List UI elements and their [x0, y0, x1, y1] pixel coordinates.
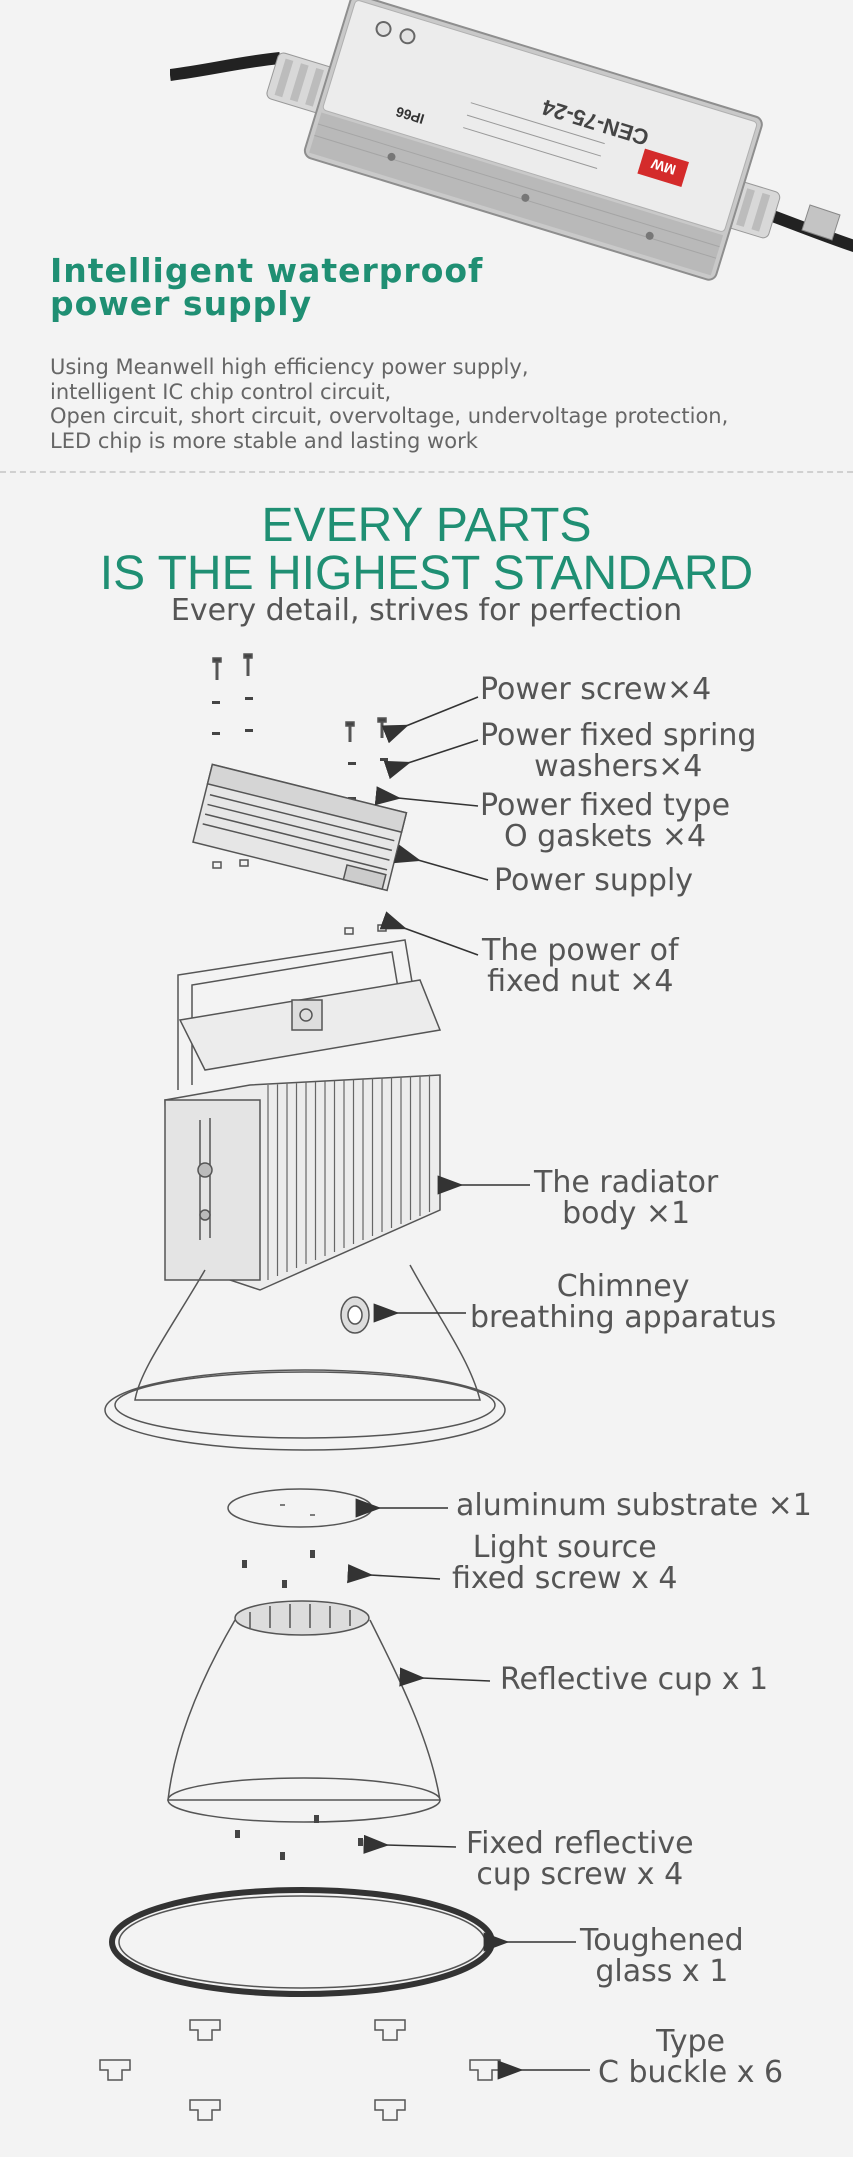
power-supply-photo: CEN-75-24 MW IP66: [170, 0, 853, 281]
leader-arrow: [347, 1564, 441, 1584]
part-label-line: Chimney: [556, 1269, 690, 1304]
leader-arrow: [393, 844, 489, 881]
part-label-spring-washers: Power fixed spring washers×4: [480, 720, 756, 782]
part-label-line: Power fixed type: [480, 788, 731, 823]
leader-arrow: [374, 786, 479, 807]
description-line: Using Meanwell high efficiency power sup…: [50, 355, 529, 379]
part-label-line: aluminum substrate ×1: [456, 1488, 812, 1523]
feature-title-line: power supply: [50, 284, 313, 323]
psu-brand-logo: MW: [648, 155, 677, 178]
parts-subheadline: Every detail, strives for perfection: [170, 593, 683, 628]
part-label-line: cup screw x 4: [476, 1857, 684, 1892]
leader-arrow: [363, 1834, 457, 1854]
part-label-line: fixed nut ×4: [487, 964, 674, 999]
part-label-line: The radiator: [534, 1165, 719, 1200]
part-label-line: Type: [656, 2024, 726, 2059]
housing-dome-icon: [104, 1264, 506, 1451]
part-label-line: C buckle x 6: [598, 2055, 784, 2090]
part-label-light-source-screw: Light source fixed screw x 4: [452, 1532, 677, 1594]
power-supply-icon: [192, 763, 408, 892]
reflective-cup-screw-icon: [235, 1815, 363, 1860]
part-label-toughened-glass: Toughened glass x 1: [580, 1925, 744, 1987]
part-label-aluminum-substrate: aluminum substrate ×1: [456, 1490, 812, 1521]
part-label-line: fixed screw x 4: [452, 1561, 678, 1596]
feature-title-line: Intelligent waterproof: [50, 251, 484, 290]
part-label-line: glass x 1: [595, 1954, 729, 1989]
section-divider: [0, 471, 853, 473]
description-line: LED chip is more stable and lasting work: [50, 428, 478, 453]
part-label-c-buckle: Type C buckle x 6: [598, 2026, 783, 2088]
part-label-power-supply: Power supply: [494, 865, 693, 896]
radiator-bracket-icon: [177, 939, 442, 1090]
part-label-line: O gaskets ×4: [503, 819, 707, 854]
part-label-line: The power of: [482, 933, 679, 968]
part-label-line: breathing apparatus: [470, 1300, 777, 1335]
part-label-o-gaskets: Power fixed type O gaskets ×4: [480, 790, 730, 852]
description-line: intelligent IC chip control circuit,: [50, 379, 392, 404]
power-screw-icon: [212, 653, 387, 742]
toughened-glass-icon: [109, 1887, 495, 1997]
part-label-line: Power screw×4: [480, 672, 712, 707]
part-label-line: Light source: [472, 1530, 657, 1565]
part-label-line: Fixed reflective: [466, 1826, 694, 1861]
leader-arrow: [399, 1667, 491, 1687]
feature-title: Intelligent waterproof power supply: [50, 254, 483, 320]
c-buckle-icon: [99, 2019, 501, 2121]
part-label-line: washers×4: [534, 749, 703, 784]
leader-arrow: [381, 696, 479, 744]
leader-arrow: [379, 911, 479, 956]
description-line: Open circuit, short circuit, overvoltage…: [50, 404, 729, 428]
parts-headline-line-1: EVERY PARTS: [261, 499, 592, 552]
feature-description: Using Meanwell high efficiency power sup…: [50, 355, 728, 453]
part-label-line: Reflective cup x 1: [500, 1662, 769, 1697]
part-label-power-screw: Power screw×4: [480, 674, 711, 705]
part-label-line: Power fixed spring: [480, 718, 757, 753]
part-label-fixed-nut: The power of fixed nut ×4: [482, 935, 679, 997]
reflective-cup-icon: [167, 1600, 441, 1823]
leader-lines: [347, 696, 590, 2080]
radiator-body-icon: [164, 1074, 441, 1291]
light-source-screw-icon: [242, 1550, 355, 1588]
part-label-chimney: Chimney breathing apparatus: [470, 1271, 776, 1333]
part-label-line: Power supply: [494, 863, 694, 898]
part-label-reflective-cup-screw: Fixed reflective cup screw x 4: [466, 1828, 694, 1890]
part-label-radiator-body: The radiator body ×1: [534, 1167, 718, 1229]
part-label-reflective-cup: Reflective cup x 1: [500, 1664, 768, 1695]
aluminum-substrate-icon: [227, 1488, 373, 1528]
parts-headline-line-2: IS THE HIGHEST STANDARD: [99, 547, 754, 600]
leader-arrow: [383, 739, 479, 780]
part-label-line: Toughened: [580, 1923, 744, 1958]
part-label-line: body ×1: [562, 1196, 691, 1231]
